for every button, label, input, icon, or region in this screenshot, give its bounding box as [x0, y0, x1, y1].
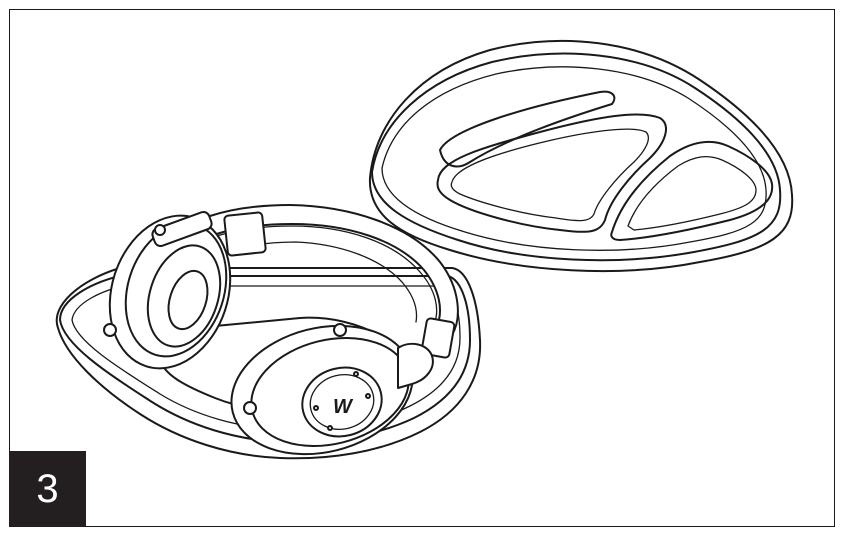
right-earcup-yoke	[397, 342, 434, 389]
case-lid-right-inner	[627, 155, 757, 231]
left-earcup-yoke	[151, 210, 213, 248]
brand-logo-icon: W	[333, 396, 354, 418]
right-earcup-dot-right	[365, 393, 371, 399]
left-earcup-speaker	[167, 269, 209, 331]
headband-slider-right	[420, 317, 456, 359]
case-lid-rim	[371, 52, 782, 262]
right-earcup-port-icon	[243, 401, 257, 415]
case-lid-rim-inner	[381, 66, 767, 251]
right-earcup-dot-left	[313, 405, 319, 411]
right-earcup-dot-bottom	[327, 425, 333, 431]
left-earcup-port-icon	[103, 323, 117, 337]
step-number-badge: 3	[9, 451, 86, 527]
case-lid-shell	[368, 39, 794, 273]
right-earcup: W	[230, 323, 434, 456]
headband	[159, 204, 459, 359]
case-lid-middle-inner	[450, 128, 649, 222]
left-earcup-button-icon	[154, 224, 166, 236]
right-earcup-dot-top	[353, 371, 359, 377]
left-earcup-cushion	[146, 244, 222, 348]
left-earcup	[103, 210, 232, 370]
case-lid-right-compartment	[610, 140, 774, 241]
case-lid-middle-compartment	[436, 113, 667, 233]
right-earcup-cap-inner	[309, 374, 375, 430]
right-earcup-button-icon	[333, 323, 347, 337]
case-lid	[368, 39, 794, 273]
right-earcup-cap	[301, 366, 383, 438]
case-lid-left-compartment	[439, 90, 616, 168]
headband-slider-left	[223, 211, 267, 257]
